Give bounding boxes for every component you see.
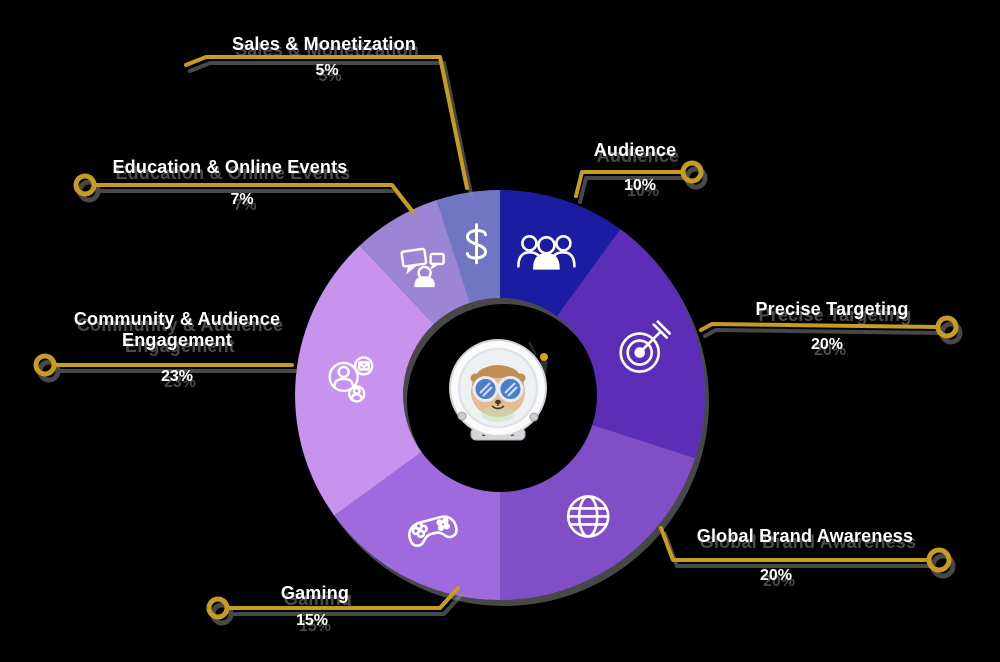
sloth-face <box>470 365 526 422</box>
connector-education <box>94 183 415 214</box>
pct-global-reach: 20% <box>759 567 793 584</box>
connector-gaming <box>227 586 460 610</box>
antenna-tip <box>540 353 548 361</box>
pct-sales: 5% <box>315 62 339 79</box>
segment-community <box>295 245 434 516</box>
marker-community <box>33 353 57 377</box>
connector-global-reach <box>659 526 928 562</box>
marker-targeting <box>935 315 959 339</box>
label-community-line2: Engagement <box>121 330 233 350</box>
pct-gaming: 15% <box>295 612 329 629</box>
antenna-wire <box>528 341 537 356</box>
marker-global-reach <box>926 547 952 573</box>
marker-audience <box>680 160 704 184</box>
segment-sales <box>436 189 500 303</box>
label-targeting: Precise Targeting <box>755 299 909 319</box>
label-audience: Audience <box>593 140 677 160</box>
label-global-reach: Global Brand Awareness <box>696 526 914 546</box>
pct-community: 23% <box>160 368 194 385</box>
connector-targeting <box>699 322 938 332</box>
mouth <box>491 404 505 410</box>
pct-audience: 10% <box>623 177 657 194</box>
astronaut-sloth-mascot <box>449 339 548 441</box>
label-gaming: Gaming <box>280 583 350 603</box>
callout-connectors <box>33 55 959 620</box>
nose <box>495 399 501 405</box>
marker-education <box>73 173 97 197</box>
glasses-right-lens <box>497 376 524 402</box>
connector-audience <box>574 170 682 198</box>
donut-segments <box>295 189 706 600</box>
connector-sales <box>184 55 469 190</box>
label-community-line1: Community & Audience <box>73 309 281 329</box>
helmet-bolt <box>457 411 467 421</box>
segment-education <box>359 200 470 325</box>
pct-education: 7% <box>230 191 254 208</box>
glasses-left-lens <box>472 376 499 402</box>
label-sales: Sales & Monetization <box>231 34 417 54</box>
helmet-bolt <box>529 412 539 422</box>
glasses-bridge <box>495 383 501 387</box>
pct-targeting: 20% <box>810 336 844 353</box>
segment-gaming <box>334 452 500 600</box>
label-education: Education & Online Events <box>112 157 348 177</box>
label-community: Community & Audience Engagement <box>27 309 327 351</box>
